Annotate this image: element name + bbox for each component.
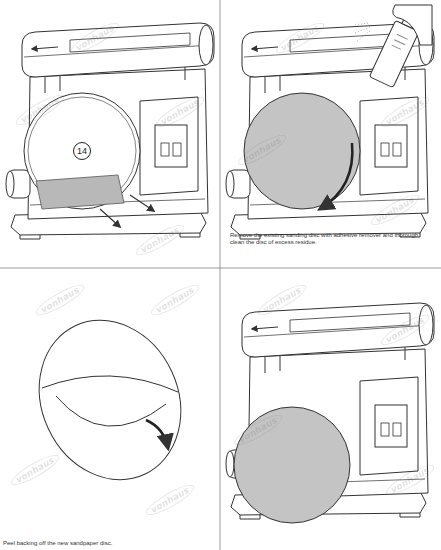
watermark: vonhaus — [143, 480, 197, 519]
watermark: vonhaus — [8, 450, 62, 489]
watermark: vonhaus — [33, 280, 87, 319]
peel-arrow — [320, 143, 352, 209]
remove-arrow — [130, 195, 154, 211]
watermark: vonhaus — [255, 280, 309, 319]
disc-sander — [6, 23, 214, 239]
peel-arrow — [146, 420, 168, 448]
watermark: vonhaus — [235, 130, 289, 169]
watermark: vonhaus — [378, 310, 432, 349]
watermark: vonhaus — [383, 460, 437, 499]
callout-number: 14 — [77, 147, 87, 156]
watermark: vonhaus — [368, 190, 422, 229]
spray-mist — [354, 23, 370, 41]
sander-step-1 — [6, 23, 214, 239]
panel-divider — [220, 0, 221, 550]
hand — [393, 5, 432, 45]
step-caption: Peel backing off the new sandpaper disc. — [3, 540, 218, 547]
sander-step-2 — [226, 5, 434, 239]
watermark: vonhaus — [378, 92, 432, 131]
watermark: vonhaus — [68, 18, 122, 57]
backing-edge — [42, 376, 178, 392]
step-caption: Remove the existing sanding disc with ad… — [230, 232, 430, 246]
watermark: vonhaus — [148, 280, 202, 319]
watermark: vonhaus — [231, 410, 285, 449]
callout-circle: 14 — [73, 142, 91, 160]
watermark: vonhaus — [13, 90, 67, 129]
watermark: vonhaus — [133, 220, 187, 259]
remove-arrow — [100, 209, 120, 227]
work-table — [36, 175, 124, 209]
watermark: vonhaus — [153, 92, 207, 131]
watermark: vonhaus — [273, 18, 327, 57]
panel-divider — [0, 268, 441, 269]
